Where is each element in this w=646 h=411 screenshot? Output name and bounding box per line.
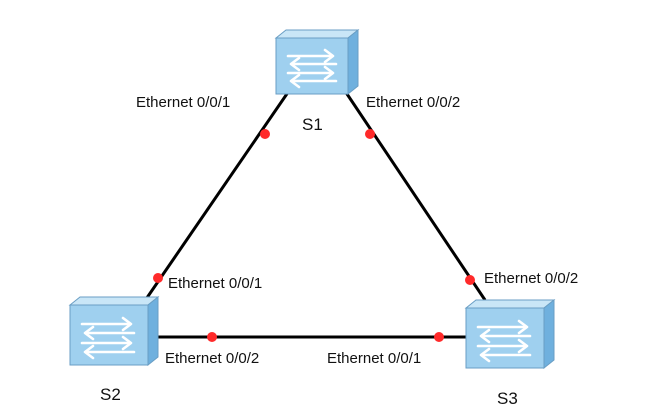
link-s1-s2	[140, 84, 295, 306]
port-label-s3-top: Ethernet 0/0/2	[484, 270, 578, 287]
port-label-s3-left: Ethernet 0/0/1	[327, 350, 421, 367]
switch-s1[interactable]	[274, 28, 360, 96]
device-label-s2: S2	[100, 385, 121, 404]
port-dot-s2-top	[153, 273, 163, 283]
port-dot-s1-right	[365, 129, 375, 139]
switch-icon	[68, 295, 160, 367]
device-label-s3: S3	[497, 389, 518, 408]
port-label-s1-left: Ethernet 0/0/1	[136, 94, 230, 111]
switch-s3[interactable]	[464, 298, 556, 370]
port-label-s1-right: Ethernet 0/0/2	[366, 94, 460, 111]
link-s1-s3	[341, 87, 487, 301]
port-dot-s3-left	[434, 332, 444, 342]
switch-icon	[274, 28, 360, 96]
port-label-s2-right: Ethernet 0/0/2	[165, 350, 259, 367]
port-dot-s3-top	[465, 275, 475, 285]
device-label-s1: S1	[302, 115, 323, 134]
switch-icon	[464, 298, 556, 370]
switch-s2[interactable]	[68, 295, 160, 367]
port-dot-s2-right	[207, 332, 217, 342]
port-label-s2-top: Ethernet 0/0/1	[168, 275, 262, 292]
port-dot-s1-left	[260, 129, 270, 139]
